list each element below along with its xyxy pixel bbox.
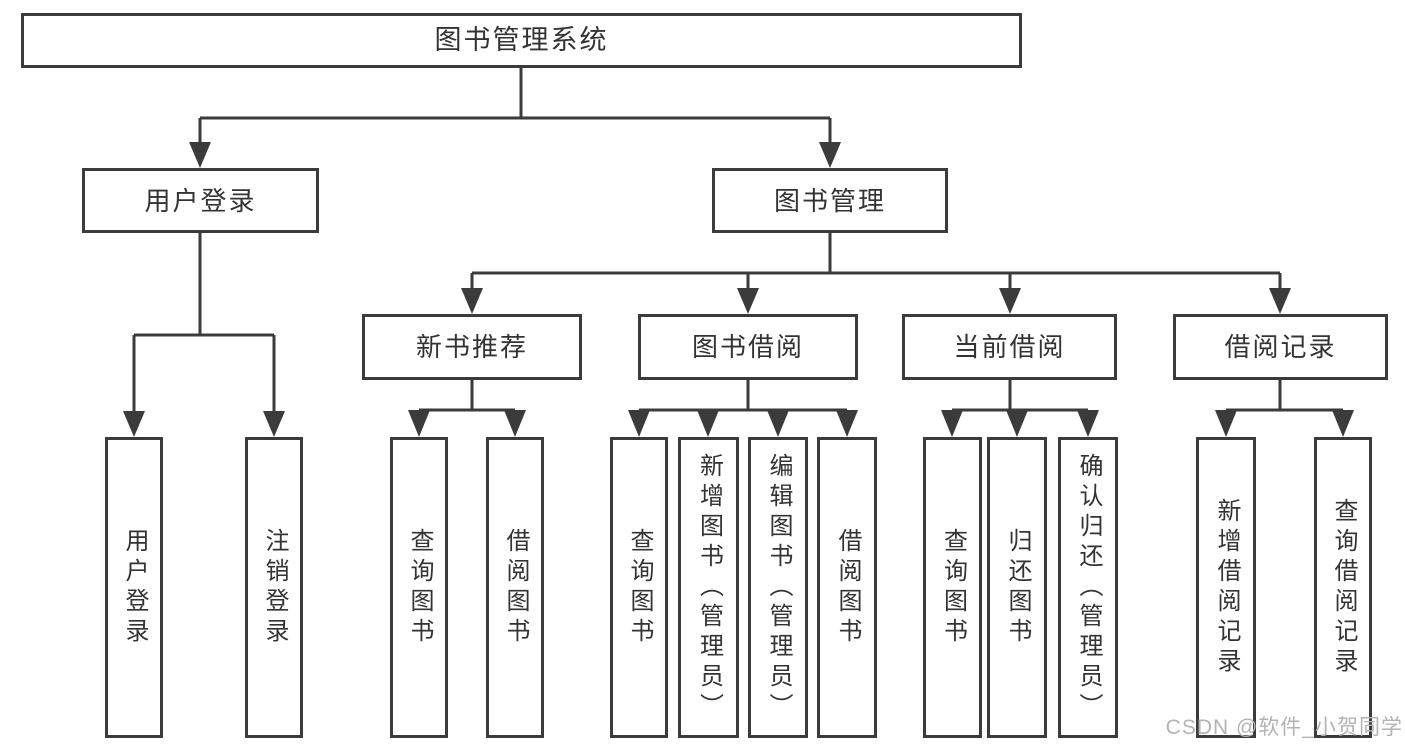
leaf-br-add-record: 新增借阅记录	[1196, 437, 1256, 738]
leaf-logout: 注销登录	[245, 437, 303, 738]
leaf-user-login: 用户登录	[105, 437, 163, 738]
leaf-bb-query-book: 查询图书	[610, 437, 668, 738]
node-current-borrow: 当前借阅	[902, 314, 1117, 380]
connector-user-login-children	[132, 233, 276, 412]
connector-new-book-children	[419, 380, 515, 412]
connector-root-to-level2	[198, 68, 832, 144]
node-new-book-recommend: 新书推荐	[362, 314, 582, 380]
connector-book-management-children	[470, 233, 1282, 290]
connector-book-borrow-children	[639, 380, 847, 412]
leaf-bb-add-book-admin: 新增图书（管理员）	[678, 437, 739, 738]
leaf-bb-borrow-book: 借阅图书	[817, 437, 877, 738]
node-book-management: 图书管理	[712, 168, 948, 233]
node-borrow-records: 借阅记录	[1173, 314, 1388, 380]
leaf-nb-borrow-book: 借阅图书	[486, 437, 544, 738]
node-user-login: 用户登录	[82, 168, 319, 233]
leaf-br-query-record: 查询借阅记录	[1314, 437, 1372, 738]
arrowheads	[123, 142, 1354, 437]
node-root-title: 图书管理系统	[21, 13, 1022, 68]
csdn-watermark: CSDN @软件_小贺同学	[1165, 716, 1403, 739]
leaf-bb-edit-book-admin: 编辑图书（管理员）	[748, 437, 808, 738]
leaf-cb-query-book: 查询图书	[923, 437, 982, 738]
connector-current-borrow-children	[952, 380, 1088, 412]
leaf-cb-confirm-return-admin: 确认归还（管理员）	[1058, 437, 1118, 738]
connector-borrow-record-children	[1226, 380, 1343, 412]
leaf-cb-return-book: 归还图书	[987, 437, 1047, 738]
leaf-nb-query-book: 查询图书	[390, 437, 448, 738]
node-book-borrow: 图书借阅	[638, 314, 858, 380]
